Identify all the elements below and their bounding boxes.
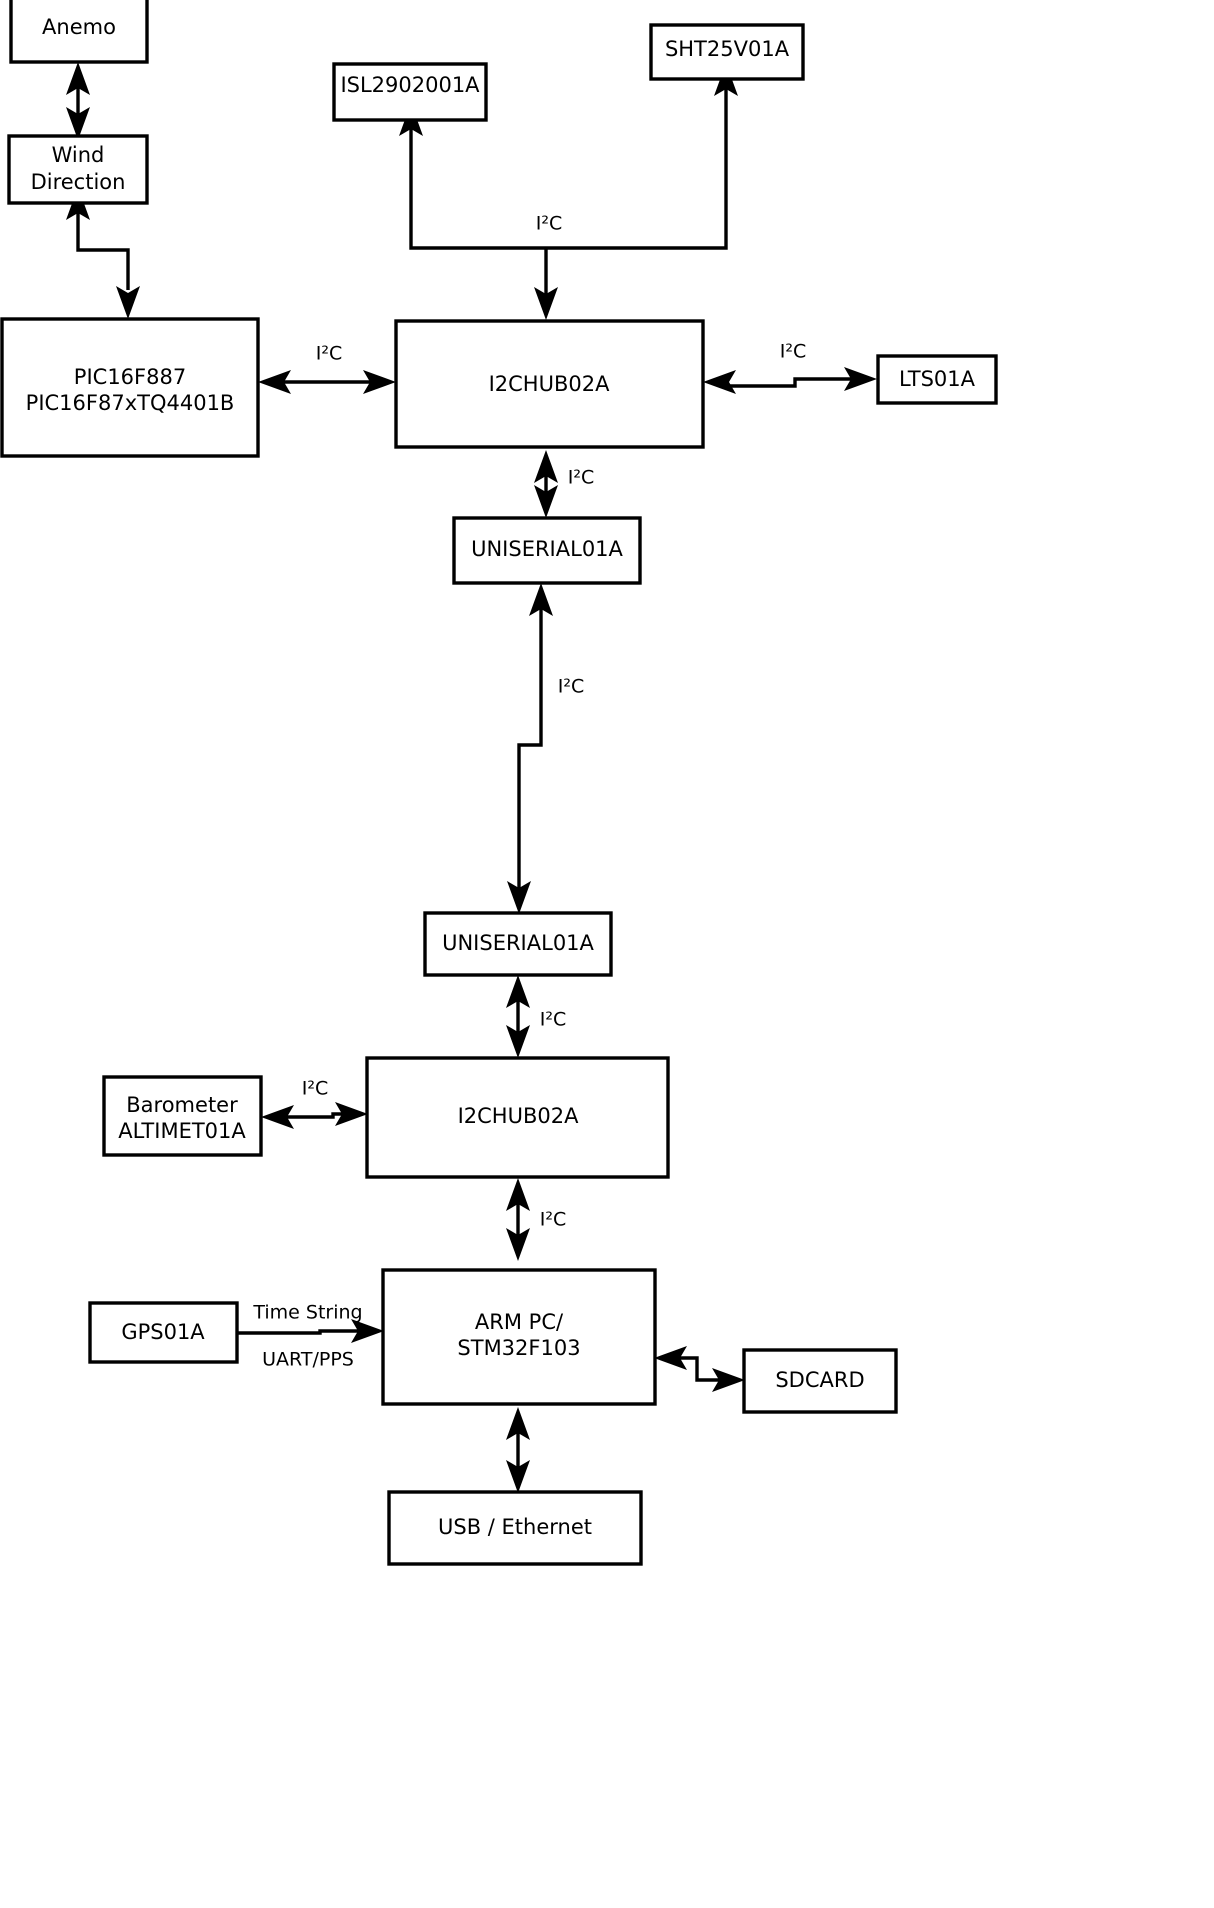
block-uniserial01a-bottom-label: UNISERIAL01A — [442, 931, 594, 955]
block-uniserial01a-bottom[interactable]: UNISERIAL01A — [423, 911, 613, 977]
block-sdcard-label: SDCARD — [775, 1368, 864, 1392]
connector-anemo-wind — [66, 62, 90, 140]
block-anemo-label: Anemo — [42, 15, 116, 39]
edge-label-baro-hubbottom: I²C — [302, 1078, 329, 1100]
block-usb-ethernet-label: USB / Ethernet — [438, 1515, 592, 1539]
connector-bus-hubtop — [534, 248, 558, 320]
block-arm-pc-label-line2: STM32F103 — [457, 1336, 580, 1360]
block-i2chub02a-bottom[interactable]: I2CHUB02A — [365, 1056, 670, 1179]
connector-hubtop-isl: I²C — [399, 103, 563, 250]
block-barometer-altimet01a-rect[interactable] — [102, 1075, 263, 1157]
connector-pic-hubtop: I²C — [258, 343, 396, 394]
block-lts01a[interactable]: LTS01A — [876, 354, 998, 405]
block-usb-ethernet[interactable]: USB / Ethernet — [387, 1490, 643, 1566]
connector-unibottom-hubbottom: I²C — [506, 975, 566, 1058]
block-barometer-label-line1: Barometer — [126, 1093, 238, 1117]
block-barometer-altimet01a[interactable]: Barometer ALTIMET01A — [102, 1075, 263, 1157]
edge-label-gps-arm-bottom: UART/PPS — [262, 1349, 354, 1371]
block-wind-direction-label-line1: Wind — [52, 143, 105, 167]
connector-hubtop-sht — [546, 63, 738, 250]
connector-unitop-unibottom: I²C — [507, 583, 584, 914]
block-lts01a-rect[interactable] — [876, 354, 998, 405]
block-gps01a-label: GPS01A — [121, 1320, 205, 1344]
block-pic16f887[interactable]: PIC16F887 PIC16F87xTQ4401B — [0, 317, 260, 458]
block-arm-pc-label-line1: ARM PC/ — [475, 1310, 564, 1334]
connector-hubtop-unitop: I²C — [534, 450, 594, 518]
block-wind-direction[interactable]: Wind Direction — [7, 134, 149, 205]
block-uniserial01a-top-rect[interactable] — [452, 516, 642, 585]
block-barometer-label-line2: ALTIMET01A — [118, 1119, 246, 1143]
block-usb-ethernet-rect[interactable] — [387, 1490, 643, 1566]
block-i2chub02a-bottom-label: I2CHUB02A — [458, 1104, 580, 1128]
block-lts01a-label: LTS01A — [899, 367, 976, 391]
edge-label-unitop-unibottom: I²C — [558, 676, 585, 698]
edge-label-pic-hubtop: I²C — [316, 343, 343, 365]
edge-label-unibottom-hubbottom: I²C — [540, 1009, 567, 1031]
block-sht25v01a[interactable]: SHT25V01A — [649, 23, 805, 81]
edge-label-gps-arm-top: Time String — [252, 1302, 362, 1324]
block-i2chub02a-top-rect[interactable] — [394, 319, 705, 449]
connector-gps-arm: Time String UART/PPS — [237, 1302, 384, 1371]
block-pic16f887-rect[interactable] — [0, 317, 260, 458]
connector-baro-hubbottom: I²C — [261, 1078, 368, 1129]
edge-label-hubtop-lts: I²C — [780, 341, 807, 363]
block-arm-pc-stm32f103[interactable]: ARM PC/ STM32F103 — [381, 1268, 657, 1406]
connector-hubbottom-arm: I²C — [506, 1178, 566, 1261]
connector-arm-sdcard — [654, 1346, 745, 1392]
block-i2chub02a-top-label: I2CHUB02A — [489, 372, 611, 396]
block-sht25v01a-rect[interactable] — [649, 23, 805, 81]
block-gps01a-rect[interactable] — [88, 1301, 239, 1364]
block-pic16f887-label-line1: PIC16F887 — [74, 365, 186, 389]
block-wind-direction-rect[interactable] — [7, 134, 149, 205]
block-anemo-rect[interactable] — [9, 0, 149, 64]
block-uniserial01a-bottom-rect[interactable] — [423, 911, 613, 977]
block-wind-direction-label-line2: Direction — [31, 170, 126, 194]
edge-label-hubtop-isl: I²C — [536, 213, 563, 235]
edge-label-hubtop-unitop: I²C — [568, 467, 595, 489]
block-i2chub02a-bottom-rect[interactable] — [365, 1056, 670, 1179]
block-sht25v01a-label: SHT25V01A — [665, 37, 790, 61]
block-arm-pc-stm32f103-rect[interactable] — [381, 1268, 657, 1406]
block-isl2902001a-label: ISL2902001A — [340, 73, 480, 97]
block-i2chub02a-top[interactable]: I2CHUB02A — [394, 319, 705, 449]
block-anemo[interactable]: Anemo — [9, 0, 149, 64]
edge-label-hubbottom-arm: I²C — [540, 1209, 567, 1231]
block-sdcard-rect[interactable] — [742, 1348, 898, 1414]
connector-arm-usbeth — [506, 1407, 530, 1493]
block-isl2902001a[interactable]: ISL2902001A — [332, 62, 488, 122]
block-pic16f887-label-line2: PIC16F87xTQ4401B — [26, 391, 235, 415]
block-gps01a[interactable]: GPS01A — [88, 1301, 239, 1364]
block-sdcard[interactable]: SDCARD — [742, 1348, 898, 1414]
block-isl2902001a-rect[interactable] — [332, 62, 488, 122]
connector-pic-wind — [66, 187, 140, 319]
block-uniserial01a-top-label: UNISERIAL01A — [471, 537, 623, 561]
connector-hubtop-lts: I²C — [703, 341, 877, 394]
block-uniserial01a-top[interactable]: UNISERIAL01A — [452, 516, 642, 585]
